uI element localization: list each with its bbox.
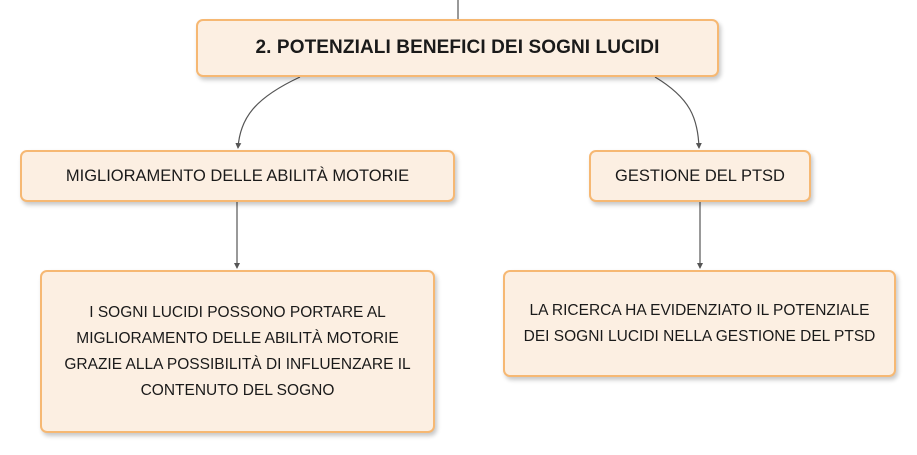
- detail-ptsd[interactable]: LA RICERCA HA EVIDENZIATO IL POTENZIALE …: [503, 270, 896, 377]
- branch-motor-skills-label: MIGLIORAMENTO DELLE ABILITÀ MOTORIE: [65, 166, 410, 185]
- detail-ptsd-text: LA RICERCA HA EVIDENZIATO IL POTENZIALE …: [523, 301, 876, 345]
- central-topic-label: 2. POTENZIALI BENEFICI DEI SOGNI LUCIDI: [255, 37, 660, 58]
- connector-root-to-left-branch: [235, 76, 301, 149]
- detail-motor-skills-text: I SOGNI LUCIDI POSSONO PORTARE AL MIGLIO…: [64, 303, 411, 399]
- branch-motor-skills[interactable]: MIGLIORAMENTO DELLE ABILITÀ MOTORIE: [20, 150, 455, 202]
- central-topic[interactable]: 2. POTENZIALI BENEFICI DEI SOGNI LUCIDI: [196, 19, 719, 77]
- connector-root-to-right-branch: [654, 76, 702, 149]
- branch-ptsd[interactable]: GESTIONE DEL PTSD: [589, 150, 811, 202]
- branch-ptsd-label: GESTIONE DEL PTSD: [615, 166, 785, 185]
- detail-motor-skills[interactable]: I SOGNI LUCIDI POSSONO PORTARE AL MIGLIO…: [40, 270, 435, 433]
